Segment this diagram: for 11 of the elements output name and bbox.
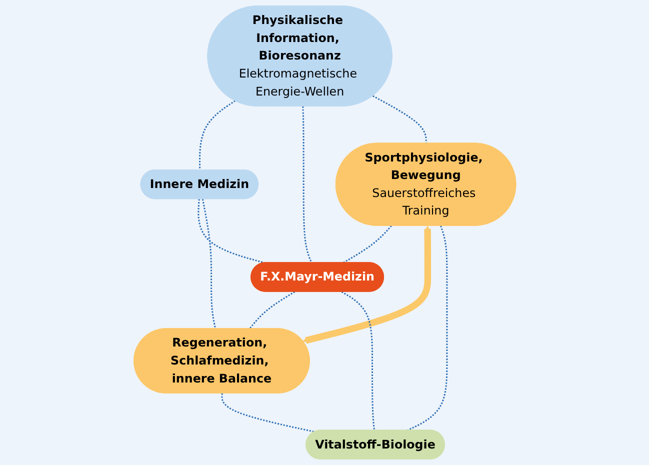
connector [197,199,265,264]
connector [372,95,427,144]
connector [406,226,448,432]
connector [342,225,392,264]
connector [248,291,295,330]
arrow [302,226,431,344]
connector [198,100,236,170]
connector [341,291,375,431]
connector [220,393,314,433]
connector [202,198,216,330]
connector [302,106,312,264]
